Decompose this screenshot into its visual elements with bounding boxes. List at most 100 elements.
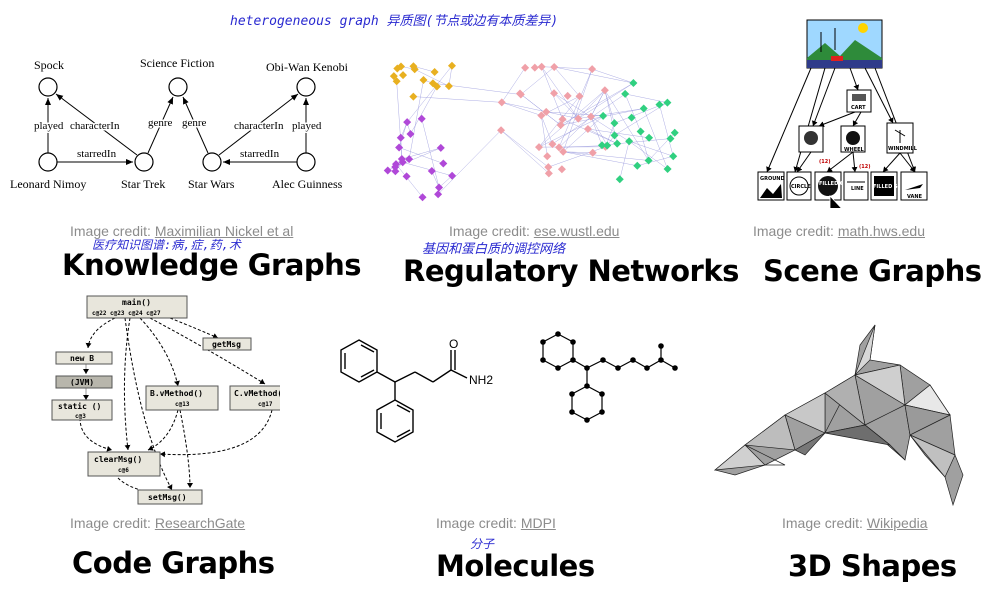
- reg-node: [583, 125, 592, 134]
- molecule-right: [542, 333, 676, 421]
- scene-picture: [806, 19, 883, 69]
- kg-node-alec: [296, 152, 316, 172]
- reg-node: [497, 126, 506, 135]
- code-graph-figure: main() c@22 c@23 c@24 c@27 getMsg new B …: [51, 295, 280, 505]
- reg-node: [395, 143, 404, 152]
- reg-credit-prefix: Image credit:: [449, 223, 534, 239]
- reg-node: [588, 148, 597, 157]
- code-bvmethod-sub: c@13: [175, 401, 190, 408]
- regulatory-network-figure: [383, 61, 679, 202]
- reg-node: [655, 100, 664, 109]
- sg-filled-square: FILLED SQUARE: [873, 184, 917, 190]
- shapes-title: 3D Shapes: [788, 549, 957, 583]
- kg-credit-prefix: Image credit:: [70, 223, 155, 239]
- molecules-figure: O NH2: [340, 331, 678, 443]
- kg-edge-starredin-2: starredIn: [240, 148, 280, 160]
- code-title: Code Graphs: [72, 546, 275, 580]
- reg-node: [550, 89, 559, 98]
- reg-node: [644, 156, 653, 165]
- shapes-credit: Image credit: Wikipedia: [782, 515, 928, 531]
- scene-credit-link[interactable]: math.hws.edu: [837, 223, 925, 239]
- code-main-sub: c@22 c@23 c@24 c@27: [92, 310, 161, 317]
- mol-note: 分子: [470, 537, 495, 551]
- sg-ground: GROUND: [760, 176, 785, 182]
- sg-count-1: (12): [819, 159, 831, 165]
- reg-node: [397, 62, 406, 71]
- reg-node: [397, 155, 406, 164]
- code-credit-link[interactable]: ResearchGate: [154, 515, 246, 531]
- dolphin-mesh: [713, 324, 964, 507]
- kg-credit: Image credit: Maximilian Nickel et al: [70, 223, 293, 239]
- kg-label-star-wars: Star Wars: [188, 177, 235, 191]
- reg-node: [559, 147, 568, 156]
- reg-node: [497, 98, 506, 107]
- sg-windmill: WINDMILL: [888, 146, 918, 152]
- reg-node: [391, 167, 400, 176]
- reg-node: [405, 155, 414, 164]
- reg-node: [670, 128, 679, 137]
- kg-node-star-trek: [134, 152, 154, 172]
- scene-credit: Image credit: math.hws.edu: [753, 223, 925, 239]
- kg-edge-characterin-2: characterIn: [234, 120, 284, 132]
- sg-filled-circle: FILLED CIRCLE: [819, 181, 860, 187]
- reg-node: [548, 140, 557, 149]
- sg-sun: SUN: [805, 145, 817, 151]
- sg-count-2: (12): [859, 164, 871, 170]
- reg-node: [645, 133, 654, 142]
- reg-node: [663, 98, 672, 107]
- reg-note: 基因和蛋白质的调控网络: [422, 242, 566, 257]
- reg-node: [406, 129, 415, 138]
- mol-title: Molecules: [436, 549, 595, 583]
- dolphin-mesh-figure: [713, 324, 964, 507]
- reg-node: [428, 79, 437, 88]
- reg-node: [521, 63, 530, 72]
- sg-wheel: WHEEL: [844, 147, 865, 153]
- reg-title: Regulatory Networks: [403, 254, 739, 288]
- shapes-credit-prefix: Image credit:: [782, 515, 867, 531]
- kg-credit-link[interactable]: Maximilian Nickel et al: [154, 223, 294, 239]
- code-static: static (): [58, 401, 101, 411]
- reg-node: [436, 143, 445, 152]
- reg-node: [563, 91, 572, 100]
- kg-node-spock: [38, 77, 58, 97]
- reg-edges: [387, 65, 675, 198]
- reg-node: [389, 72, 398, 81]
- reg-node: [629, 79, 638, 88]
- kg-note: 医疗知识图谱:病,症,药,术: [92, 238, 241, 252]
- molecule-right-atoms: [540, 331, 678, 423]
- reg-node: [597, 141, 606, 150]
- mol-nh2: NH2: [469, 373, 493, 387]
- reg-node: [550, 62, 559, 71]
- kg-edge-genre-2: genre: [182, 117, 207, 129]
- sg-line: LINE: [851, 186, 864, 192]
- mouse-cursor-icon: [829, 194, 842, 208]
- reg-node: [439, 159, 448, 168]
- kg-edge-starredin-1: starredIn: [77, 148, 117, 160]
- scene-credit-prefix: Image credit:: [753, 223, 838, 239]
- reg-node: [621, 89, 630, 98]
- reg-node: [610, 131, 619, 140]
- reg-node: [575, 92, 584, 101]
- mol-credit-link[interactable]: MDPI: [520, 515, 556, 531]
- molecule-left: [340, 339, 468, 443]
- reg-node: [409, 62, 418, 71]
- kg-title: Knowledge Graphs: [62, 248, 362, 282]
- shapes-credit-link[interactable]: Wikipedia: [866, 515, 928, 531]
- kg-edge-genre-1: genre: [148, 117, 173, 129]
- reg-node: [393, 64, 402, 73]
- kg-edge-played-1: played: [34, 120, 64, 132]
- code-getmsg: getMsg: [212, 340, 241, 349]
- reg-node: [574, 114, 583, 123]
- kg-label-leonard: Leonard Nimoy: [10, 177, 86, 191]
- reg-node: [418, 193, 427, 202]
- reg-node: [636, 127, 645, 136]
- reg-node: [543, 152, 552, 161]
- reg-credit-link[interactable]: ese.wustl.edu: [533, 223, 620, 239]
- reg-node: [615, 175, 624, 184]
- kg-label-star-trek: Star Trek: [121, 177, 165, 191]
- reg-node: [530, 63, 539, 72]
- code-clearmsg-sub: c@6: [118, 467, 129, 474]
- reg-node: [544, 163, 553, 172]
- reg-node: [383, 166, 392, 175]
- code-cvmethod-sub: c@17: [258, 401, 273, 408]
